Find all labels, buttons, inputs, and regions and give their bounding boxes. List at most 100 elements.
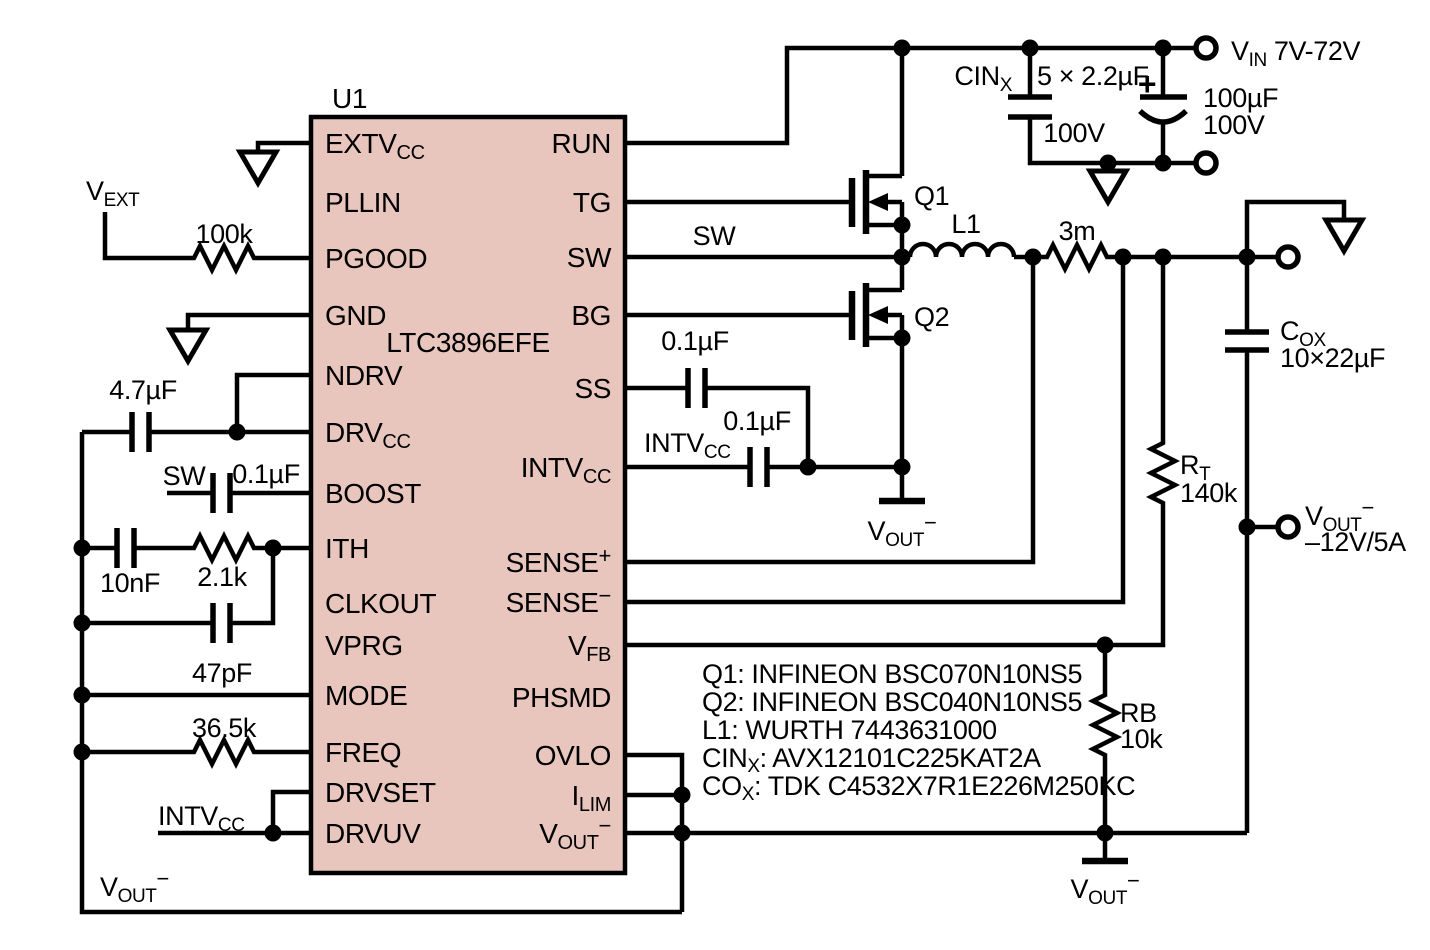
junction-dot xyxy=(893,329,911,347)
pin-gnd: GND xyxy=(325,300,386,331)
junction-dot xyxy=(228,423,246,441)
wire-sense-plus xyxy=(625,257,1036,565)
refdes-q1: Q1 xyxy=(914,181,949,211)
net-intvcc-left: INTVCC xyxy=(158,801,245,836)
terminal-vout xyxy=(1275,514,1301,540)
net-vout-rail-bottom: VOUT− xyxy=(1071,868,1140,909)
net-vin: VIN 7V-72V xyxy=(1231,36,1360,71)
pin-ovlo: OVLO xyxy=(535,740,611,771)
value-r-freq: 36.5k xyxy=(192,713,257,743)
note-l1: L1: WURTH 7443631000 xyxy=(702,715,997,745)
wire-vfb-rt xyxy=(625,257,1181,648)
value-r-ith: 2.1k xyxy=(197,562,247,592)
wire-run-vin-rail xyxy=(625,45,1196,146)
note-cinx: CINX: AVX12101C225KAT2A xyxy=(702,743,1041,777)
wire-output-vertical-cox xyxy=(1244,257,1278,833)
value-c-ss: 0.1µF xyxy=(661,326,729,356)
value-bulk-cap: 100µF xyxy=(1203,83,1278,113)
wire-freq-36k xyxy=(82,734,311,770)
value-c-ith2: 47pF xyxy=(192,658,252,688)
refdes-cox: COX xyxy=(1280,316,1326,351)
cap-ith-10n xyxy=(114,528,137,568)
pin-boost: BOOST xyxy=(325,478,421,509)
net-vout-rail-q2: VOUT− xyxy=(868,510,937,551)
pin-run: RUN xyxy=(552,128,611,159)
pin-clkout: CLKOUT xyxy=(325,588,436,619)
value-cinx: 5 × 2.2µF xyxy=(1037,61,1149,91)
wire-extvcc-gnd xyxy=(255,140,311,152)
junction-dot xyxy=(1238,518,1256,536)
pin-ilim: ILIM xyxy=(571,780,611,816)
refdes-cinx: CINX xyxy=(954,61,1012,96)
wire-ndrv xyxy=(234,372,311,432)
pin-freq: FREQ xyxy=(325,737,401,768)
pin-drvuv: DRVUV xyxy=(325,818,421,849)
cap-cox xyxy=(1225,329,1269,353)
value-r-sense: 3m xyxy=(1059,216,1096,246)
net-intvcc-mid: INTVCC xyxy=(644,428,731,463)
inductor-l1 xyxy=(907,241,1017,258)
value-c-boost: 0.1µF xyxy=(232,459,300,489)
junction-dot xyxy=(673,786,691,804)
ground-icon-gndpin xyxy=(165,327,211,366)
value-r-pgood: 100k xyxy=(196,219,254,249)
junction-dot xyxy=(73,614,91,632)
cap-bulk-curved-plate xyxy=(1138,108,1188,125)
wire-gnd-pin xyxy=(185,312,311,330)
pin-drvcc: DRVCC xyxy=(325,417,411,453)
refdes-rb: RB xyxy=(1120,698,1157,728)
ic-part-number: LTC3896EFE xyxy=(386,327,550,358)
junction-dot xyxy=(264,539,282,557)
ground-icon-output xyxy=(1321,217,1367,256)
junction-dot xyxy=(1021,39,1039,57)
pin-vout-minus: VOUT− xyxy=(539,813,611,854)
cap-ss-0u1 xyxy=(685,368,708,408)
ground-icon-input xyxy=(1085,168,1131,207)
junction-dot xyxy=(1096,824,1114,842)
cap-intvcc-0u1 xyxy=(747,447,770,487)
pin-intvcc: INTVCC xyxy=(521,452,611,488)
note-cox: COX: TDK C4532X7R1E226M250KC xyxy=(702,771,1135,805)
pin-phsmd: PHSMD xyxy=(512,682,611,713)
cap-drvcc-4u7 xyxy=(129,412,152,452)
pin-sense-minus: SENSE− xyxy=(506,583,611,618)
wire-ith-network xyxy=(82,530,311,626)
note-q1: Q1: INFINEON BSC070N10NS5 xyxy=(702,659,1082,689)
junction-dot xyxy=(73,743,91,761)
pin-vprg: VPRG xyxy=(325,630,403,661)
pin-pllin: PLLIN xyxy=(325,187,401,218)
terminal-out-gnd xyxy=(1275,244,1301,270)
junction-dot xyxy=(893,216,911,234)
wire-output-gnd-jog xyxy=(1244,199,1347,257)
pin-ndrv: NDRV xyxy=(325,360,403,391)
junction-dot xyxy=(1096,636,1114,654)
junction-dot xyxy=(1099,154,1117,172)
ground-icon-extvcc xyxy=(235,149,281,188)
junction-dot xyxy=(1154,248,1172,266)
cap-ith-47p xyxy=(210,603,233,643)
note-q2: Q2: INFINEON BSC040N10NS5 xyxy=(702,687,1082,717)
value-cox: 10×22µF xyxy=(1280,343,1385,373)
pin-mode: MODE xyxy=(325,680,407,711)
net-boost-sw: SW xyxy=(163,461,207,491)
wire-input-caps xyxy=(1027,48,1196,171)
ic-body xyxy=(308,114,628,876)
junction-dot xyxy=(1154,39,1172,57)
wire-ovlo-ilim-tie xyxy=(625,752,685,912)
junction-dot xyxy=(893,39,911,57)
refdes-rt: RT xyxy=(1180,450,1211,485)
junction-dot xyxy=(893,248,911,266)
wire-drvset-drvuv xyxy=(158,789,311,836)
junction-dot xyxy=(799,458,817,476)
junction-dot xyxy=(1024,248,1042,266)
wire-ss-cap xyxy=(625,385,811,467)
junction-dot xyxy=(73,539,91,557)
wire-sense-minus xyxy=(625,257,1126,605)
junction-dot xyxy=(893,458,911,476)
net-vout-terminal: VOUT− xyxy=(1305,495,1374,536)
voltage-cinx: 100V xyxy=(1043,118,1105,148)
pin-ss: SS xyxy=(574,373,611,404)
pin-bg: BG xyxy=(571,300,611,331)
